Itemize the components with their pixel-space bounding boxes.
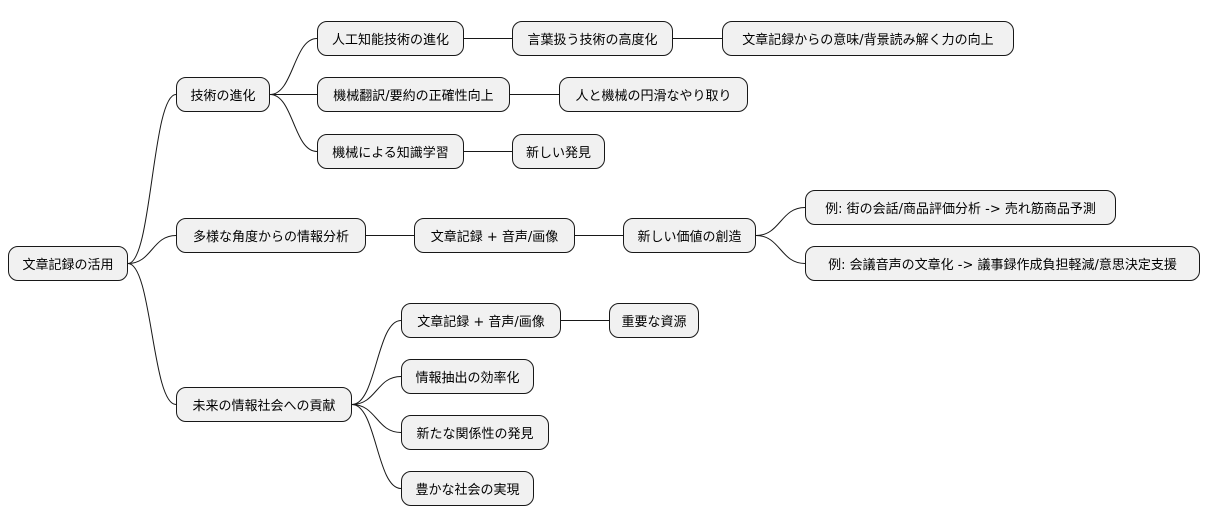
node-important-resource: 重要な資源 xyxy=(609,303,699,338)
node-new-value: 新しい価値の創造 xyxy=(623,218,756,253)
connector-edge xyxy=(127,235,177,264)
node-translation-accuracy: 機械翻訳/要約の正確性向上 xyxy=(317,77,510,112)
connector-edge xyxy=(755,207,806,236)
node-rich-society: 豊かな社会の実現 xyxy=(401,471,534,506)
branch-node-multi-angle-analysis: 多様な角度からの情報分析 xyxy=(176,218,366,253)
connector-edge xyxy=(351,376,402,405)
connector-edge xyxy=(127,94,177,264)
node-example-sales-prediction: 例: 街の会話/商品評価分析 -> 売れ筋商品予測 xyxy=(805,190,1116,225)
branch-node-future-society: 未来の情報社会への貢献 xyxy=(176,387,352,422)
connector-edge xyxy=(755,235,806,264)
node-meaning-reading: 文章記録からの意味/背景読み解く力の向上 xyxy=(722,21,1014,56)
connector-edge xyxy=(351,404,402,433)
node-efficient-extraction: 情報抽出の効率化 xyxy=(401,359,534,394)
node-text-audio-image-2: 文章記録 + 音声/画像 xyxy=(401,303,561,338)
node-new-relationships: 新たな関係性の発見 xyxy=(401,415,549,450)
connector-edge xyxy=(127,263,177,405)
node-new-discovery: 新しい発見 xyxy=(512,134,605,169)
connector-edge xyxy=(351,320,402,405)
node-example-meeting-minutes: 例: 会議音声の文章化 -> 議事録作成負担軽減/意思決定支援 xyxy=(805,246,1200,281)
node-language-tech: 言葉扱う技術の高度化 xyxy=(512,21,673,56)
connector-edge xyxy=(351,404,402,489)
branch-node-tech-evolution: 技術の進化 xyxy=(176,77,270,112)
node-text-audio-image-1: 文章記録 + 音声/画像 xyxy=(414,218,575,253)
node-human-machine: 人と機械の円滑なやり取り xyxy=(559,77,748,112)
node-machine-learning: 機械による知識学習 xyxy=(317,134,464,169)
connector-edge xyxy=(269,94,318,152)
connector-edge xyxy=(269,38,318,95)
root-node: 文章記録の活用 xyxy=(8,246,128,281)
node-ai-evolution: 人工知能技術の進化 xyxy=(317,21,464,56)
